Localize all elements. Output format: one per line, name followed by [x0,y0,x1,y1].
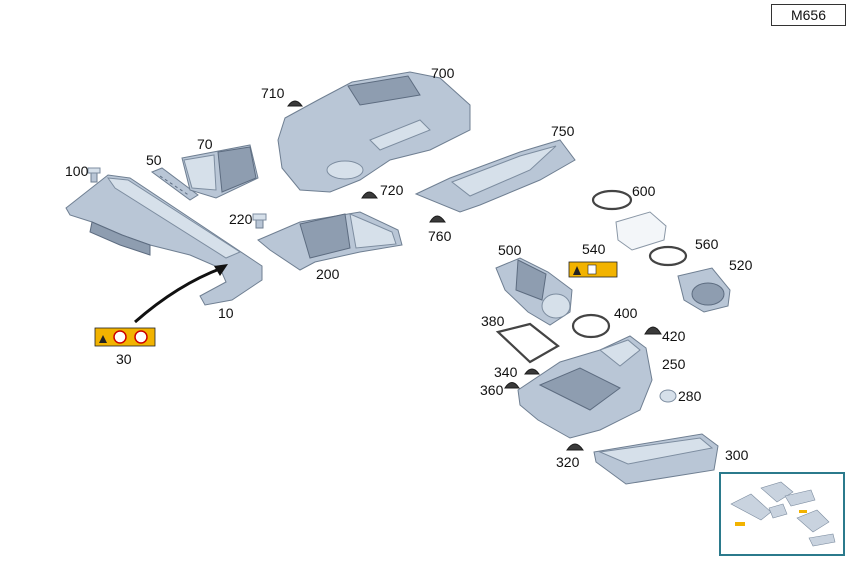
label-100: 100 [65,163,89,179]
part-720-cap[interactable] [361,191,378,199]
part-30-warning-sticker[interactable] [94,327,156,347]
part-380-seal[interactable] [495,322,560,364]
label-10: 10 [218,305,234,321]
part-700-engine-cover[interactable] [277,71,471,193]
part-100-screw[interactable] [87,167,101,183]
label-320: 320 [556,454,580,470]
label-710: 710 [261,85,285,101]
label-420: 420 [662,328,686,344]
part-340-grommet[interactable] [524,368,540,375]
label-600: 600 [632,183,656,199]
part-520-housing[interactable] [677,267,731,313]
label-380: 380 [481,313,505,329]
pointer-arrow [134,266,223,324]
part-70-intake-duct[interactable] [181,144,259,199]
overview-drawing [730,481,836,547]
label-250: 250 [662,356,686,372]
part-400-gasket[interactable] [571,313,611,339]
part-420-grommet[interactable] [644,326,662,335]
label-280: 280 [678,388,702,404]
part-200-air-duct[interactable] [257,211,403,271]
label-50: 50 [146,152,162,168]
label-720: 720 [380,182,404,198]
part-360-grommet[interactable] [504,382,520,389]
label-360: 360 [480,382,504,398]
part-250-filter-housing[interactable] [517,335,653,439]
part-320-grommet[interactable] [566,443,584,451]
part-600-gasket[interactable] [591,189,633,211]
label-750: 750 [551,123,575,139]
model-code-box: M656 [771,4,846,26]
label-540: 540 [582,241,606,257]
label-700: 700 [431,65,455,81]
label-70: 70 [197,136,213,152]
part-filter-element[interactable] [615,211,667,251]
label-220: 220 [229,211,253,227]
part-710-cap[interactable] [287,100,303,107]
overview-thumbnail [719,472,845,556]
label-560: 560 [695,236,719,252]
pointer-arrowhead [214,264,228,276]
label-500: 500 [498,242,522,258]
part-220-bolt[interactable] [252,213,267,229]
label-200: 200 [316,266,340,282]
label-760: 760 [428,228,452,244]
label-340: 340 [494,364,518,380]
label-300: 300 [725,447,749,463]
part-540-warning-sticker[interactable] [568,261,618,278]
part-560-gasket[interactable] [648,245,688,267]
part-760-grommet[interactable] [429,215,446,223]
part-500-intake-tube[interactable] [495,257,573,326]
label-400: 400 [614,305,638,321]
label-520: 520 [729,257,753,273]
part-50-grille[interactable] [150,167,199,201]
part-280-plug[interactable] [659,389,677,403]
part-10-bracket[interactable] [65,174,263,306]
part-750-cover-panel[interactable] [414,139,576,213]
label-30: 30 [116,351,132,367]
part-300-filter-tray[interactable] [593,433,719,485]
